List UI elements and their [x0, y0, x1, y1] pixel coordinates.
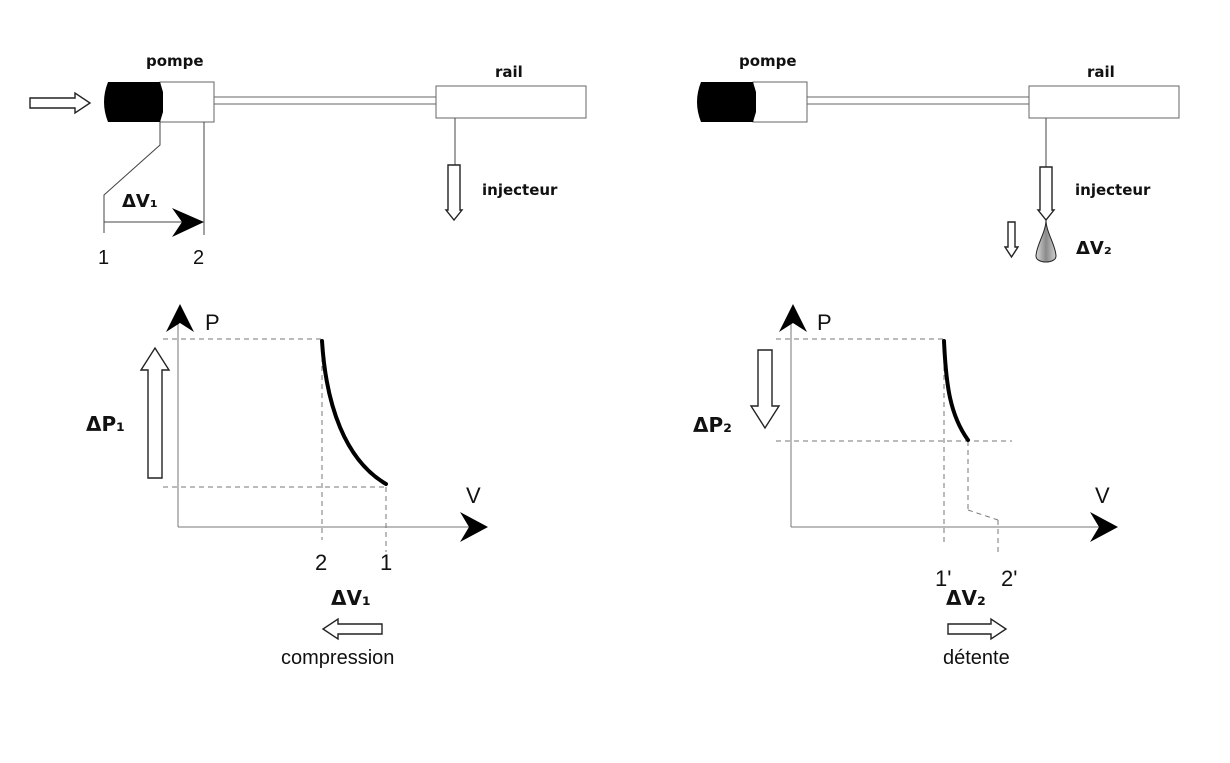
injection-arrow — [1003, 221, 1020, 259]
pump-piston-right — [697, 82, 756, 122]
fuel-droplet — [1035, 219, 1057, 263]
pump-label: pompe — [146, 52, 204, 70]
pump-label-right: pompe — [739, 52, 797, 70]
pump-body — [159, 81, 215, 123]
delta-p1-arrow — [139, 346, 171, 479]
position-tick-2: 2 — [193, 247, 204, 269]
rail-label-right: rail — [1087, 63, 1115, 81]
rail-body — [435, 85, 587, 119]
right-pv-plot: P V ΔP₂ 1' 2' ΔV₂ détente — [693, 304, 1118, 669]
rail-body-right — [1028, 85, 1180, 119]
injector-arrow — [444, 164, 464, 222]
pump-piston — [104, 82, 163, 122]
v-tick-2: 2 — [315, 550, 327, 575]
pump-body-right — [752, 81, 808, 123]
delta-p2-arrow — [749, 349, 781, 430]
delta-p1-label: ΔP₁ — [86, 412, 125, 436]
p-axis-label-right: P — [817, 310, 832, 335]
injector-label: injecteur — [482, 181, 558, 199]
inlet-arrow — [29, 91, 92, 115]
p-axis-label: P — [205, 310, 220, 335]
compression-curve — [320, 339, 388, 486]
v-axis-arrowhead-right — [1090, 512, 1118, 542]
v-tick-1-prime: 1' — [935, 566, 951, 591]
v-axis-arrowhead — [460, 512, 488, 542]
v-tick-1: 1 — [380, 550, 392, 575]
delta-v2-drop-label: ΔV₂ — [1076, 238, 1112, 259]
v-axis-label: V — [466, 483, 481, 508]
delta-v2-bottom-label: ΔV₂ — [946, 586, 986, 610]
left-pv-plot: P V ΔP₁ 2 1 ΔV₁ compression — [86, 304, 488, 669]
pipe — [213, 96, 437, 105]
v-axis-label-right: V — [1095, 483, 1110, 508]
right-system-diagram: pompe rail injecteur ΔV₂ — [697, 52, 1180, 263]
v-tick-2-prime: 2' — [1001, 566, 1017, 591]
left-system-diagram: pompe rail injecteur ΔV₁ 1 2 — [29, 52, 587, 269]
rail-label: rail — [495, 63, 523, 81]
pipe-right — [806, 96, 1030, 105]
delta-v1-bottom-label: ΔV₁ — [331, 586, 371, 610]
p-axis-arrowhead-right — [779, 304, 807, 332]
compression-arrow — [321, 617, 383, 641]
expansion-arrow — [947, 617, 1008, 641]
detente-label: détente — [943, 647, 1010, 669]
p-axis-arrowhead — [166, 304, 194, 332]
delta-p2-label: ΔP₂ — [693, 413, 732, 437]
displacement-arrowhead — [172, 208, 204, 237]
delta-v1-top-label: ΔV₁ — [122, 191, 158, 212]
expansion-curve — [942, 339, 970, 442]
injector-label-right: injecteur — [1075, 181, 1151, 199]
compression-label: compression — [281, 647, 394, 669]
position-tick-1: 1 — [98, 247, 109, 269]
injector-body-right — [1036, 166, 1056, 222]
